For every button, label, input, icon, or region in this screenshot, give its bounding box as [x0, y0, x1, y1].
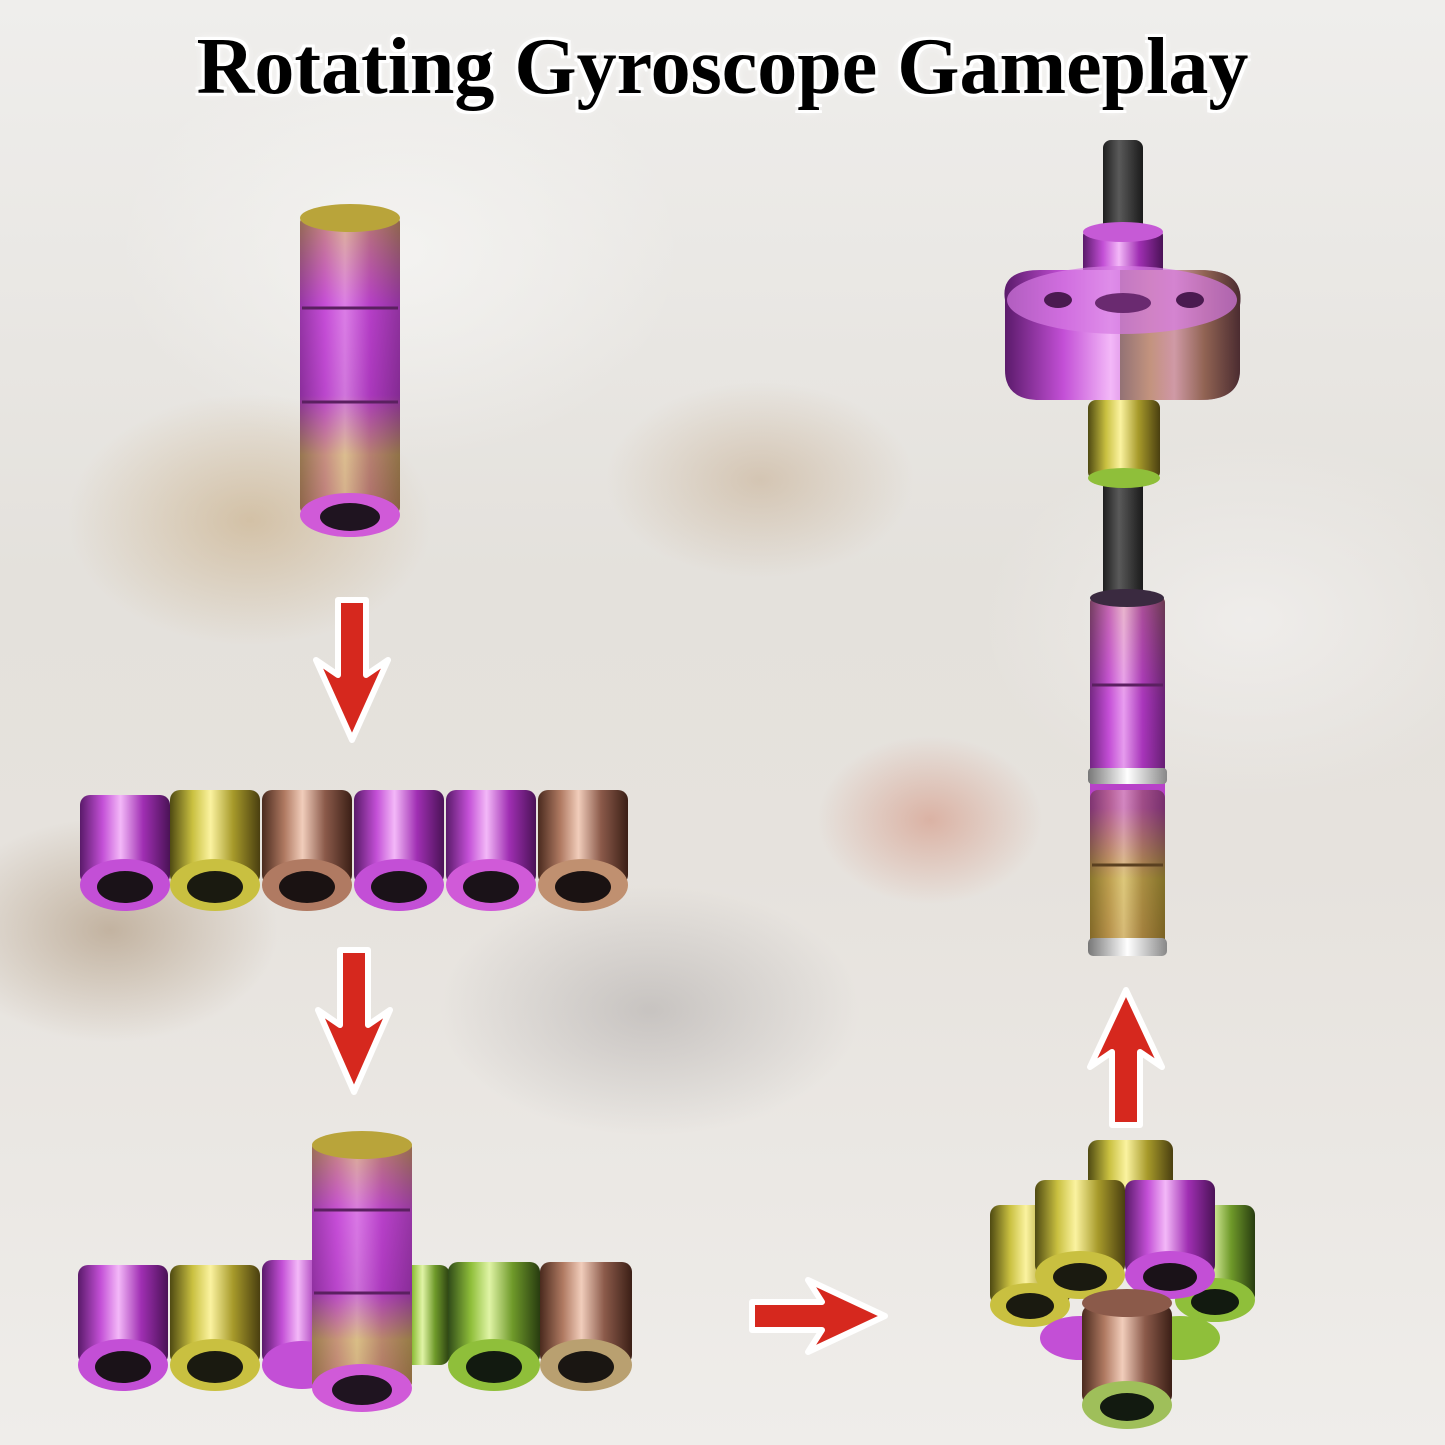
stacked-column — [300, 204, 400, 537]
arrow-down-2 — [315, 947, 393, 1095]
arrow-right — [749, 1277, 888, 1355]
arrow-down-1 — [313, 597, 391, 743]
cluster-shape — [990, 1140, 1255, 1429]
row-of-rings — [80, 790, 628, 911]
gyroscope-on-rod — [1004, 140, 1241, 956]
arrow-up — [1087, 987, 1165, 1128]
page-title: Rotating Gyroscope Gameplay — [196, 23, 1249, 111]
cross-shape — [78, 1131, 632, 1412]
